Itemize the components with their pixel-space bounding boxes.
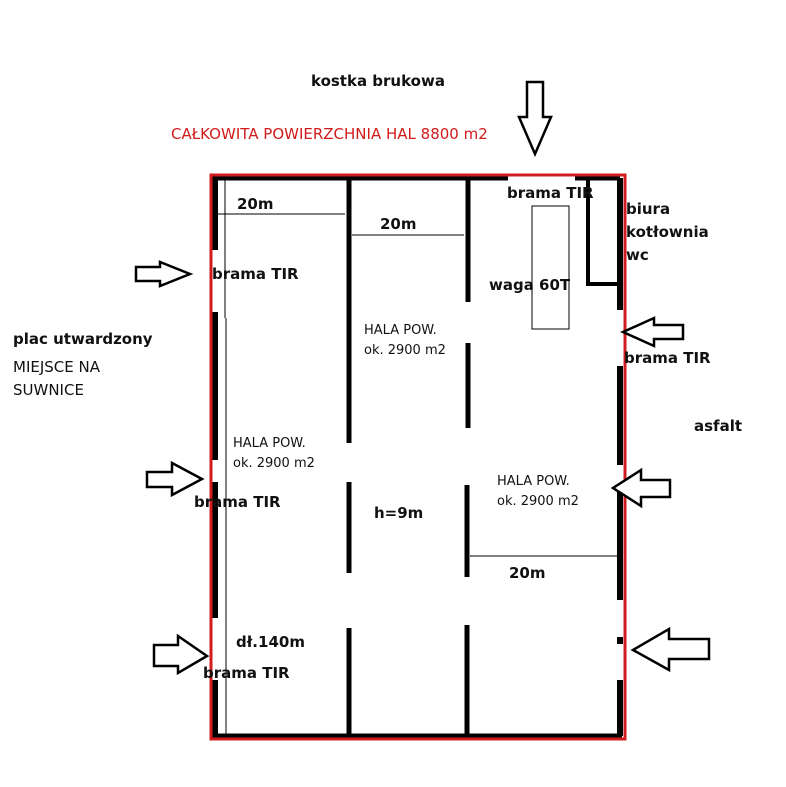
- hall-3-area: ok. 2900 m2: [497, 494, 579, 509]
- hall-3-width: 20m: [509, 564, 546, 582]
- left-note-line-1: MIEJSCE NA: [13, 358, 101, 376]
- arrows: [134, 80, 711, 676]
- arrow-right-icon: [145, 460, 205, 498]
- arrow-left-icon: [630, 626, 711, 673]
- total-area-title: CAŁKOWITA POWIERZCHNIA HAL 8800 m2: [171, 125, 488, 143]
- boiler-room-label: kotłownia: [626, 223, 709, 241]
- arrow-left-icon: [619, 316, 685, 348]
- gate-left-3-label: brama TIR: [203, 664, 290, 682]
- gate-right-label: brama TIR: [624, 349, 711, 367]
- gate-left-1-label: brama TIR: [212, 265, 299, 283]
- arrow-right-icon: [134, 260, 194, 288]
- office-block: [586, 178, 620, 286]
- gate-top-label: brama TIR: [507, 184, 594, 202]
- walls: [212, 175, 623, 740]
- scale-platform: [531, 205, 570, 330]
- hall-2-width: 20m: [380, 215, 417, 233]
- top-surface-label: kostka brukowa: [311, 72, 445, 90]
- left-surface-label: plac utwardzony: [13, 330, 153, 348]
- scale-label: waga 60T: [489, 276, 571, 294]
- gate-left-2-label: brama TIR: [194, 493, 281, 511]
- arrow-down-icon: [517, 80, 553, 158]
- height-label: h=9m: [374, 504, 423, 522]
- hall-2-name: HALA POW.: [364, 323, 437, 338]
- hall-2-area: ok. 2900 m2: [364, 343, 446, 358]
- arrow-right-icon: [152, 633, 210, 676]
- right-surface-label: asfalt: [694, 417, 742, 435]
- wc-label: wc: [626, 246, 649, 264]
- left-note-line-2: SUWNICE: [13, 381, 84, 399]
- hall-1-width: 20m: [237, 195, 274, 213]
- hall-1-name: HALA POW.: [233, 436, 306, 451]
- offices-label: biura: [626, 200, 670, 218]
- hall-3-name: HALA POW.: [497, 474, 570, 489]
- length-label: dł.140m: [236, 633, 305, 651]
- hall-1-area: ok. 2900 m2: [233, 456, 315, 471]
- arrow-left-icon: [610, 467, 672, 509]
- property-outline: [209, 173, 627, 741]
